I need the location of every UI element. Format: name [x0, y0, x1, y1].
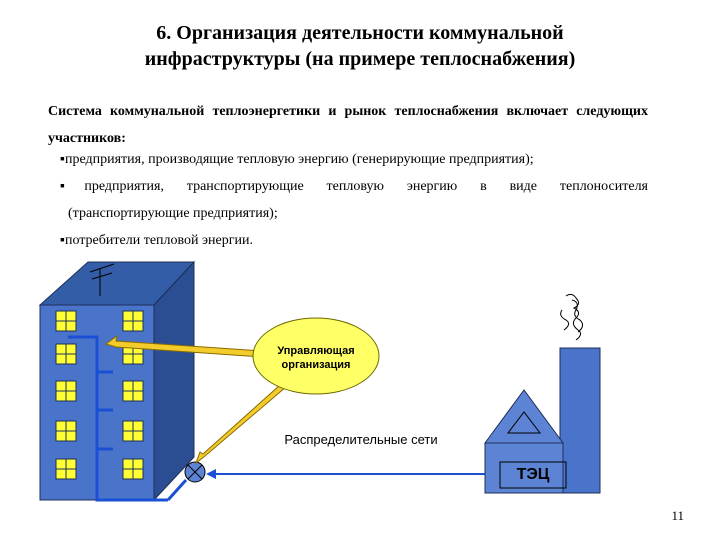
bullet-transporting-cont: (транспортирующие предприятия);	[68, 206, 278, 221]
internal-heating-pipes	[68, 335, 188, 502]
heat-unit-valve-icon	[184, 461, 206, 483]
apartment-building	[38, 260, 196, 502]
participants-list: ▪предприятия, производящие тепловую энер…	[60, 146, 648, 254]
networks-label: Распределительные сети	[284, 432, 438, 447]
bullet-generating: ▪предприятия, производящие тепловую энер…	[60, 152, 534, 167]
management-organization-node	[252, 317, 380, 395]
plant-label: ТЭЦ	[516, 466, 550, 483]
window-crossbars	[56, 311, 143, 479]
bullet-consumers: ▪потребители тепловой энергии.	[60, 233, 253, 248]
plant-roof-window-icon	[506, 411, 542, 434]
management-label: Управляющая организация	[277, 345, 355, 371]
plant-roof	[484, 389, 564, 444]
title-line-2: инфраструктуры (на примере теплоснабжени…	[144, 48, 576, 70]
smoke-icon	[560, 293, 584, 341]
intro-text: Система коммунальной теплоэнергетики и р…	[48, 104, 648, 146]
page-number: 11	[671, 508, 684, 523]
antenna-icon	[89, 263, 115, 296]
plant-chimney	[559, 347, 601, 494]
bullet-transporting: ▪предприятия, транспортирующие тепловую …	[60, 179, 648, 194]
title-line-1: 6. Организация деятельности коммунальной	[156, 22, 564, 44]
plant-label-box	[499, 461, 567, 489]
plant-house	[484, 442, 564, 494]
heat-power-plant	[484, 293, 601, 494]
slide-title: 6. Организация деятельности коммунальной…	[60, 20, 660, 72]
arrow-to-heat-unit	[194, 376, 294, 465]
